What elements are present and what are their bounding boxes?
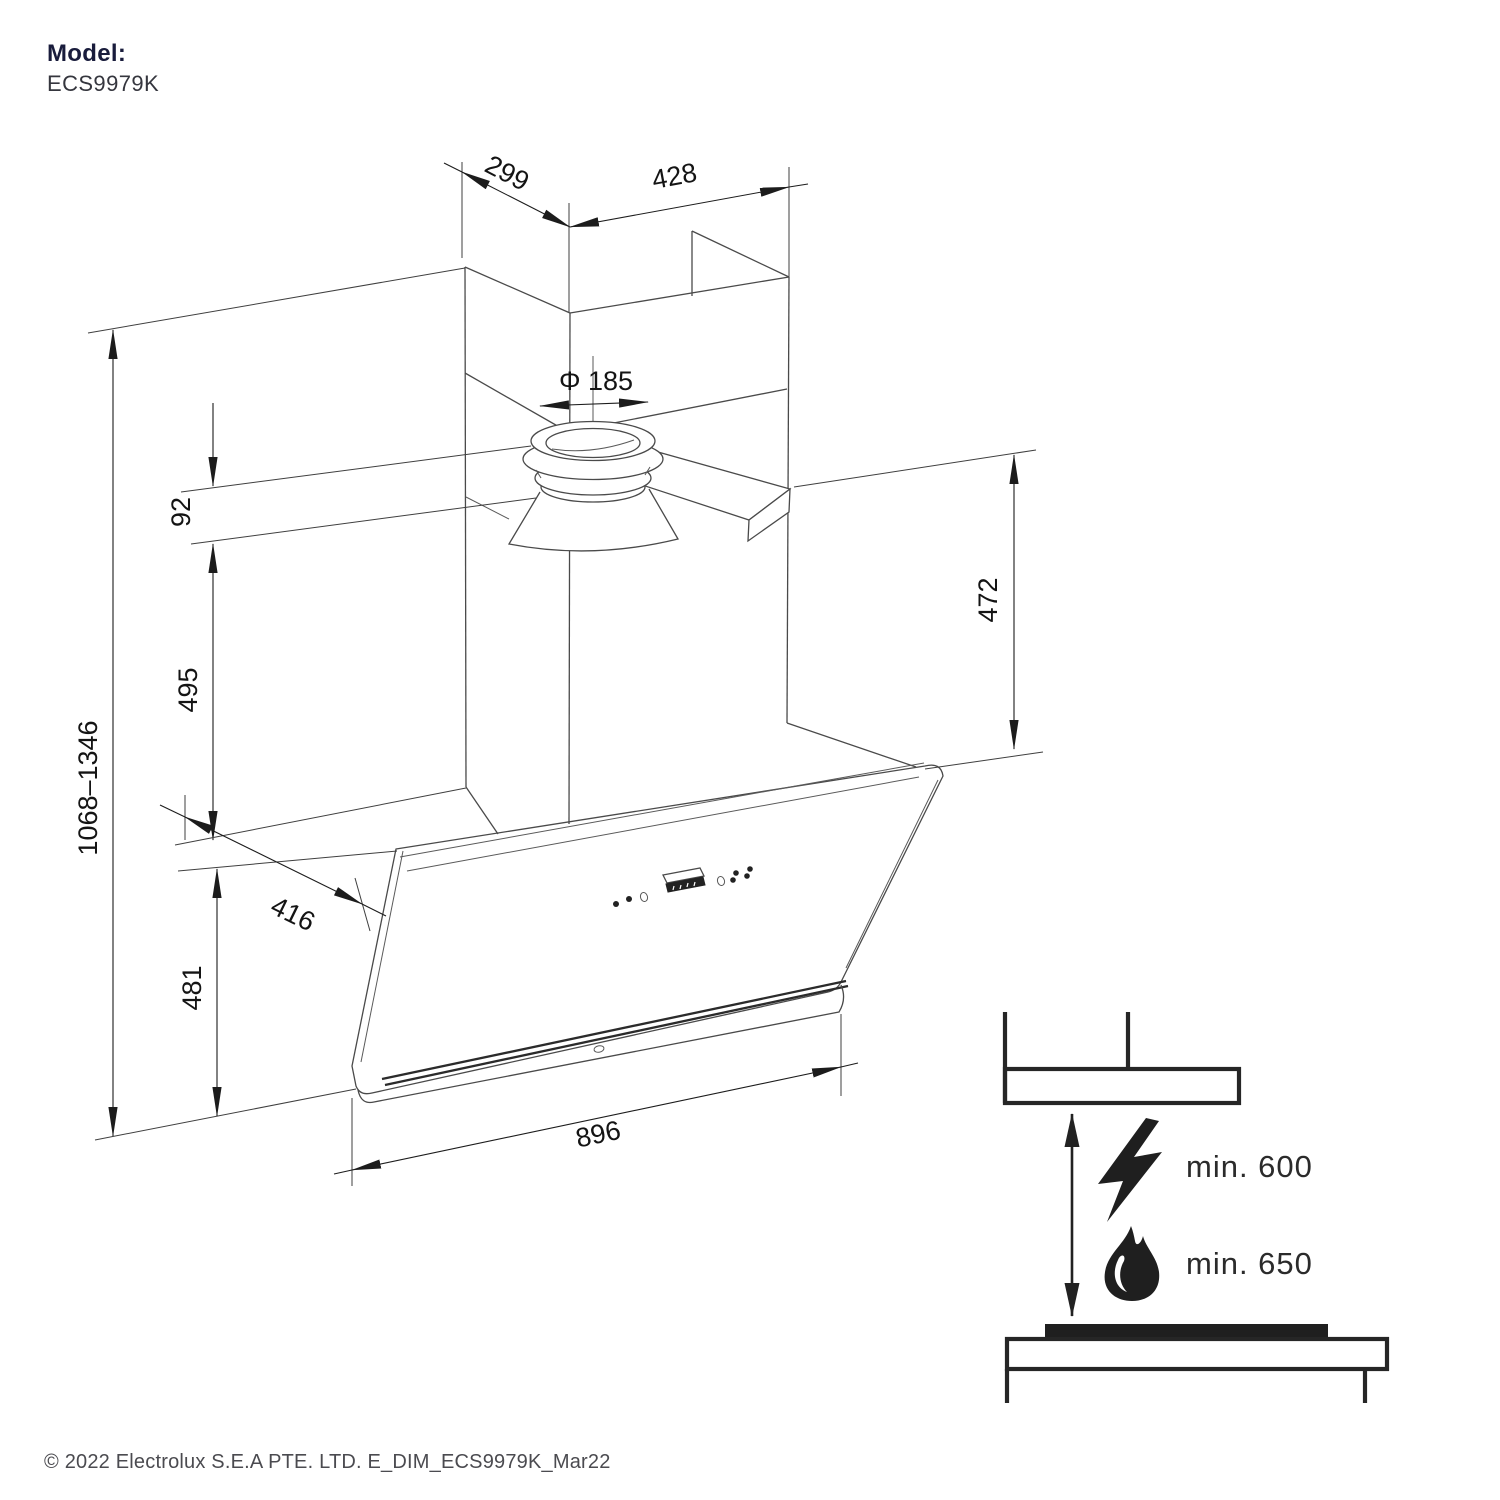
display-window — [665, 876, 706, 893]
glass-panel — [351, 764, 944, 1095]
dim-duct-collar-height: 92 — [166, 497, 196, 527]
dim-top-depth: 299 — [480, 149, 534, 196]
dim-hood-width: 896 — [573, 1115, 623, 1154]
flame-icon-inner — [1114, 1255, 1127, 1292]
counter-top — [1004, 1336, 1390, 1372]
model-number: ECS9979K — [47, 71, 160, 96]
model-label: Model: — [47, 40, 127, 67]
duct-outlet-assembly — [465, 356, 792, 552]
hood-body — [351, 722, 944, 1104]
dim-total-height-range: 1068–1346 — [73, 720, 103, 855]
clearance-electric-label: min. 600 — [1186, 1149, 1313, 1184]
cooktop-surface — [1045, 1324, 1328, 1338]
dim-hood-top-depth: 416 — [266, 891, 320, 938]
dim-body-height: 481 — [177, 965, 207, 1010]
dim-chimney-section-height: 495 — [173, 667, 203, 712]
model-block: Model: ECS9979K — [47, 40, 159, 97]
dim-top-width: 428 — [649, 157, 699, 195]
dimension-annotations: 299 428 Φ 185 92 495 1068–1346 — [73, 149, 1044, 1186]
flame-icon — [1104, 1226, 1160, 1301]
lightning-icon — [1098, 1118, 1162, 1222]
clearance-inset-diagram: min. 600 min. 650 — [1002, 1012, 1390, 1403]
dim-right-side-height: 472 — [973, 577, 1003, 622]
copyright-note: © 2022 Electrolux S.E.A PTE. LTD. E_DIM_… — [44, 1451, 611, 1473]
clearance-gas-label: min. 650 — [1186, 1246, 1313, 1281]
control-panel — [613, 866, 753, 907]
chimney-outline — [461, 162, 790, 825]
dim-duct-diameter: Φ 185 — [559, 366, 633, 396]
hood-logo-mark — [593, 1045, 605, 1053]
display-top — [662, 867, 705, 884]
hood-canopy-section — [1002, 1066, 1242, 1106]
